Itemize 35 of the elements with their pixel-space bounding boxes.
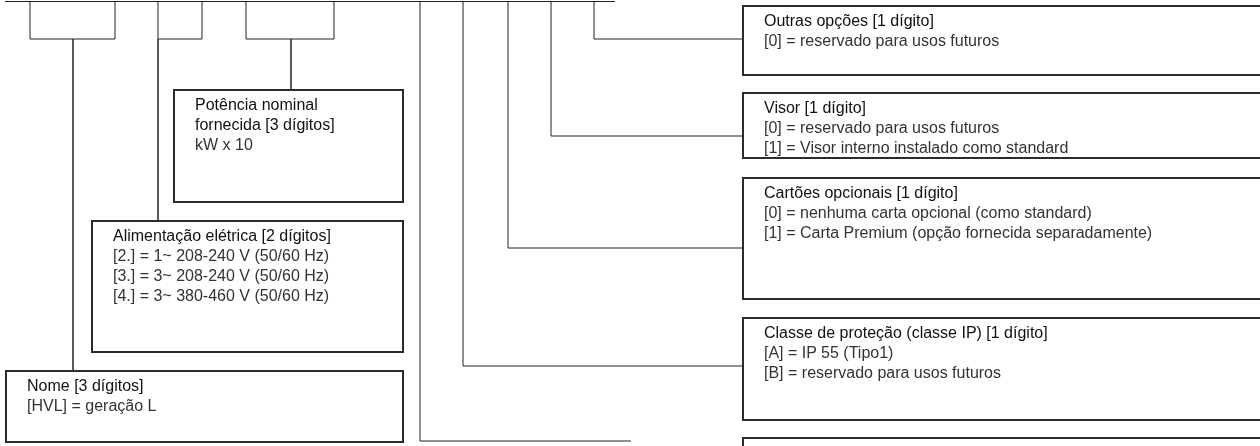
code-description-box — [742, 177, 1260, 300]
connector-line — [462, 1, 743, 367]
box-heading: Outras opções [1 dígito] — [764, 11, 935, 31]
code-option-text: [4.] = 3~ 380-460 V (50/60 Hz) — [113, 286, 331, 306]
code-description-box — [5, 370, 404, 443]
code-option-text: [B] = reservado para usos futuros — [764, 363, 1002, 383]
code-option-text: [2.] = 1~ 208-240 V (50/60 Hz) — [113, 246, 331, 266]
connector-line — [157, 1, 203, 221]
connector-line — [290, 1, 335, 90]
code-description-box — [742, 92, 1260, 159]
box-heading: Nome [3 dígitos] — [27, 376, 145, 396]
code-option-text: kW x 10 — [195, 135, 254, 155]
code-description-box — [173, 89, 404, 203]
connector-line — [593, 1, 743, 40]
code-option-text: [1] = Carta Premium (opção fornecida separadamente) — [764, 223, 1154, 243]
connector-line — [419, 1, 632, 442]
box-heading: Visor [1 dígito] — [764, 98, 867, 118]
box-heading: Alimentação elétrica [2 dígitos] — [113, 226, 332, 246]
code-description-box — [742, 5, 1260, 76]
connector-line — [72, 1, 116, 371]
code-option-text: [3.] = 3~ 208-240 V (50/60 Hz) — [113, 266, 331, 286]
code-option-text: [HVL] = geração L — [27, 396, 158, 416]
code-option-text: [0] = reservado para usos futuros — [764, 118, 1001, 138]
box-heading: Cartões opcionais [1 dígito] — [764, 183, 959, 203]
box-heading: Classe de proteção (classe IP) [1 dígito] — [764, 323, 1049, 343]
code-option-text: [A] = IP 55 (Tipo1) — [764, 343, 895, 363]
box-heading: Potência nominal fornecida [3 dígitos] — [195, 95, 335, 135]
connector-line — [507, 1, 743, 249]
description-box — [742, 437, 1260, 446]
code-option-text: [1] = Visor interno instalado como standard — [764, 138, 1070, 158]
code-description-box — [742, 317, 1260, 421]
connector-line — [550, 1, 743, 137]
code-description-box — [91, 220, 404, 353]
code-option-text: [0] = reservado para usos futuros — [764, 31, 1001, 51]
code-option-text: [0] = nenhuma carta opcional (como standard) — [764, 203, 1093, 223]
